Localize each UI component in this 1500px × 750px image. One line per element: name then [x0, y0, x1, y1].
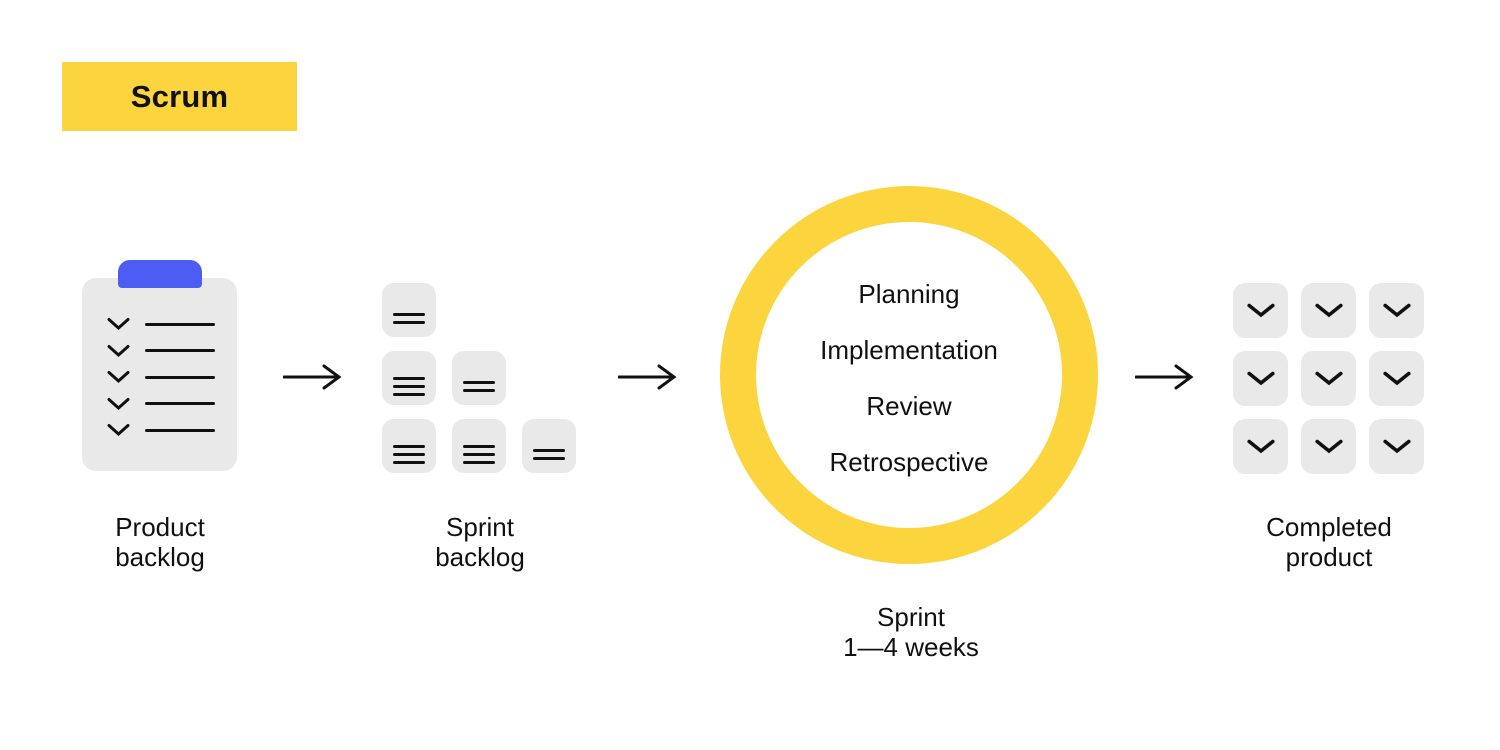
check-chevron-icon	[1246, 303, 1275, 318]
check-chevron-icon	[1382, 303, 1411, 318]
checklist-row	[107, 317, 215, 331]
completed-item-card	[1369, 283, 1424, 338]
completed-item-card	[1369, 419, 1424, 474]
text-line	[533, 449, 565, 452]
sprint-backlog-label: Sprint backlog	[435, 512, 525, 572]
task-card	[522, 419, 576, 473]
text-line	[393, 313, 425, 316]
clipboard-checklist-icon	[82, 258, 237, 471]
check-chevron-icon	[1314, 371, 1343, 386]
checklist-line	[145, 428, 215, 432]
text-line	[463, 453, 495, 456]
check-chevron-icon	[1382, 439, 1411, 454]
check-chevron-icon	[1314, 439, 1343, 454]
completed-item-card	[1301, 419, 1356, 474]
completed-grid	[1233, 283, 1424, 474]
text-line	[393, 445, 425, 448]
sprint-phase-planning: Planning	[858, 278, 960, 309]
check-chevron-icon	[107, 344, 130, 357]
completed-item-card	[1369, 351, 1424, 406]
text-line	[393, 453, 425, 456]
title-badge: Scrum	[62, 62, 297, 131]
sprint-duration-label: Sprint 1—4 weeks	[843, 602, 979, 662]
checklist-line	[145, 402, 215, 405]
check-chevron-icon	[107, 397, 130, 410]
checklist-line	[145, 349, 215, 352]
check-chevron-icon	[1382, 371, 1411, 386]
task-card	[452, 351, 506, 405]
clipboard-body	[82, 278, 237, 471]
clipboard-rows	[107, 317, 215, 437]
flow-arrow-icon	[618, 364, 677, 390]
product-backlog-label: Product backlog	[115, 512, 205, 572]
check-chevron-icon	[107, 318, 130, 331]
text-line	[393, 321, 425, 324]
text-line	[463, 389, 495, 392]
completed-item-card	[1301, 351, 1356, 406]
completed-product-label: Completed product	[1266, 512, 1392, 572]
check-chevron-icon	[1246, 439, 1275, 454]
task-card	[452, 419, 506, 473]
text-line	[393, 377, 425, 380]
task-card	[382, 419, 436, 473]
flow-arrow-icon	[1135, 364, 1194, 390]
text-line	[533, 457, 565, 460]
text-line	[393, 393, 425, 396]
checklist-row	[107, 370, 215, 384]
check-chevron-icon	[107, 371, 130, 384]
task-card	[382, 351, 436, 405]
checklist-row	[107, 423, 215, 437]
sprint-phase-list: Planning Implementation Review Retrospec…	[759, 266, 1059, 490]
sprint-phase-review: Review	[866, 390, 952, 421]
checklist-row	[107, 397, 215, 411]
sprint-backlog-cards	[382, 283, 576, 473]
sprint-phase-implementation: Implementation	[820, 334, 998, 365]
clipboard-clip	[118, 260, 202, 288]
text-line	[463, 381, 495, 384]
completed-item-card	[1233, 351, 1288, 406]
check-chevron-icon	[1314, 303, 1343, 318]
text-line	[463, 461, 495, 464]
text-line	[393, 385, 425, 388]
completed-item-card	[1233, 283, 1288, 338]
task-card	[382, 283, 436, 337]
title-text: Scrum	[130, 78, 229, 114]
text-line	[463, 445, 495, 448]
completed-item-card	[1233, 419, 1288, 474]
text-line	[393, 461, 425, 464]
checklist-line	[145, 322, 215, 326]
checklist-line	[145, 375, 215, 379]
check-chevron-icon	[107, 424, 130, 437]
sprint-phase-retrospective: Retrospective	[829, 446, 989, 477]
checklist-row	[107, 344, 215, 358]
sprint-cycle-ring-icon	[720, 186, 1098, 564]
flow-arrow-icon	[283, 364, 342, 390]
check-chevron-icon	[1246, 371, 1275, 386]
completed-item-card	[1301, 283, 1356, 338]
